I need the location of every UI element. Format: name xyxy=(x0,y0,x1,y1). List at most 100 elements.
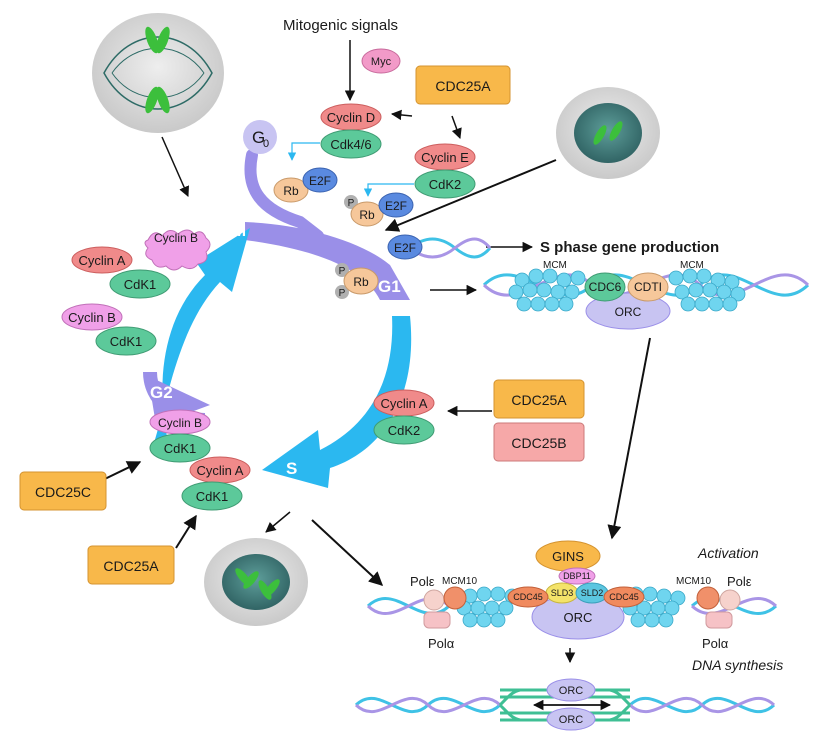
cyclin-a-s-protein: Cyclin A xyxy=(373,389,435,417)
svg-text:Cyclin B: Cyclin B xyxy=(68,310,116,325)
s-phase-cell-image xyxy=(204,538,308,626)
svg-text:CdK1: CdK1 xyxy=(196,489,229,504)
cdk1-g2-protein: CdK1 xyxy=(149,433,211,463)
e2f-on-dna: E2F xyxy=(387,234,492,260)
cyclin-b-g2-protein: Cyclin B xyxy=(149,409,211,435)
cdk2-s-protein: CdK2 xyxy=(373,415,435,445)
svg-text:CdK2: CdK2 xyxy=(388,423,421,438)
m-phase-arc xyxy=(152,228,250,450)
arrows xyxy=(81,40,651,664)
s-label: S xyxy=(286,459,297,478)
pprb-protein: P P Rb xyxy=(335,263,379,299)
s-phase-arc xyxy=(262,316,412,488)
svg-text:P: P xyxy=(339,288,346,299)
svg-text:E2F: E2F xyxy=(385,199,407,213)
cdc45-right-protein xyxy=(603,586,645,608)
svg-text:Cdk4/6: Cdk4/6 xyxy=(330,137,371,152)
orc-synthesis-top-label: ORC xyxy=(559,685,584,697)
svg-text:Cyclin A: Cyclin A xyxy=(79,253,126,268)
cyan-arrows xyxy=(287,142,414,197)
sld3-label: SLD3 xyxy=(551,588,574,598)
svg-text:Cyclin B: Cyclin B xyxy=(158,416,202,430)
svg-text:CDC25A: CDC25A xyxy=(435,78,491,94)
cdc25a-bottom-box: CDC25A xyxy=(87,545,175,585)
cdk1-m-protein: CdK1 xyxy=(109,269,171,299)
gins-label: GINS xyxy=(552,549,584,564)
rb-e2f-complex: Rb E2F xyxy=(273,167,338,203)
mcm10-left-label: MCM10 xyxy=(442,576,477,587)
cyclin-e-protein: Cyclin E xyxy=(414,143,476,171)
cdc45-left-label: CDC45 xyxy=(513,592,543,602)
svg-text:P: P xyxy=(348,198,355,209)
g0-badge: G 0 xyxy=(243,120,277,154)
orc-synthesis-bottom-label: ORC xyxy=(559,714,584,726)
svg-text:CDC25A: CDC25A xyxy=(103,558,159,574)
cdc45-left-protein xyxy=(507,586,549,608)
cyclin-a-m-protein: Cyclin A xyxy=(71,246,133,274)
svg-text:Rb: Rb xyxy=(353,275,369,289)
pol-a-right-label: Polα xyxy=(702,636,729,651)
svg-text:Myc: Myc xyxy=(371,56,392,68)
svg-text:CdK2: CdK2 xyxy=(429,177,462,192)
orc-activation-label: ORC xyxy=(564,610,593,625)
cyclin-a-g2-protein: Cyclin A xyxy=(189,456,251,484)
mitogenic-signals-label: Mitogenic signals xyxy=(283,17,398,34)
pol-e-left-label: Polε xyxy=(410,574,435,589)
orc-upper xyxy=(585,292,671,330)
svg-text:0: 0 xyxy=(263,138,269,150)
svg-text:Cyclin A: Cyclin A xyxy=(197,463,244,478)
sld2-label: SLD2 xyxy=(581,588,604,598)
polymerases-right xyxy=(696,586,741,629)
orc-synthesis-bottom xyxy=(546,707,596,731)
mcm-right-label: MCM xyxy=(680,260,704,271)
myc-protein: Myc xyxy=(361,48,401,74)
mcm-left-label: MCM xyxy=(543,260,567,271)
cdc25b-box: CDC25B xyxy=(493,422,585,462)
activation-complex: ORC GINS DBP11 SLD3 SLD2 CDC45 CDC45 Pol… xyxy=(366,540,778,651)
mcm-rings-activation xyxy=(456,586,686,628)
s-phase-gene-production-label: S phase gene production xyxy=(540,239,719,256)
cdk2-e-protein: CdK2 xyxy=(414,169,476,199)
prb-e2f-complex: P Rb E2F xyxy=(344,192,414,227)
cyclin-b-m2-protein: Cyclin B xyxy=(61,303,123,331)
cdc25a-top-box: CDC25A xyxy=(415,65,511,105)
cdc25a-mid-box: CDC25A xyxy=(493,379,585,419)
cdk1-g2b-protein: CdK1 xyxy=(181,481,243,511)
svg-text:Rb: Rb xyxy=(283,184,299,198)
g2-label: G2 xyxy=(150,383,173,402)
dbp11-label: DBP11 xyxy=(563,571,591,581)
cdt1-label: CDTI xyxy=(634,280,662,294)
polymerases-left xyxy=(423,586,467,629)
m-label: M xyxy=(232,221,246,240)
svg-text:E2F: E2F xyxy=(394,241,416,255)
cdc25c-box: CDC25C xyxy=(19,471,107,511)
dna-synthesis-complex: ORC ORC xyxy=(354,678,776,731)
mitosis-cell-image xyxy=(92,13,224,133)
svg-text:Rb: Rb xyxy=(359,208,375,222)
g1-cell-image xyxy=(556,87,660,179)
cdk46-protein: Cdk4/6 xyxy=(320,129,382,159)
cdt1-protein xyxy=(627,272,669,302)
dbp11-protein xyxy=(558,567,596,585)
svg-text:CdK1: CdK1 xyxy=(164,441,197,456)
svg-text:Cyclin D: Cyclin D xyxy=(327,110,375,125)
dna-synthesis-label: DNA synthesis xyxy=(692,657,783,673)
svg-text:Cyclin B: Cyclin B xyxy=(154,231,198,245)
g0-branch-arrow xyxy=(244,149,324,242)
svg-text:P: P xyxy=(339,266,346,277)
cdk1-m2-protein: CdK1 xyxy=(95,326,157,356)
svg-text:CDC25C: CDC25C xyxy=(35,484,91,500)
cdc45-right-label: CDC45 xyxy=(609,592,639,602)
svg-text:CdK1: CdK1 xyxy=(124,277,157,292)
svg-text:E2F: E2F xyxy=(309,174,331,188)
mcm10-right-label: MCM10 xyxy=(676,576,711,587)
svg-text:CdK1: CdK1 xyxy=(110,334,143,349)
activation-label: Activation xyxy=(697,545,759,561)
svg-text:CDC25B: CDC25B xyxy=(511,435,566,451)
cdc6-protein xyxy=(584,272,626,302)
g1-label: G1 xyxy=(378,277,401,296)
svg-text:Cyclin E: Cyclin E xyxy=(421,150,469,165)
cyclin-b-m-protein: Cyclin B xyxy=(144,229,211,271)
orc-upper-label: ORC xyxy=(615,305,642,319)
